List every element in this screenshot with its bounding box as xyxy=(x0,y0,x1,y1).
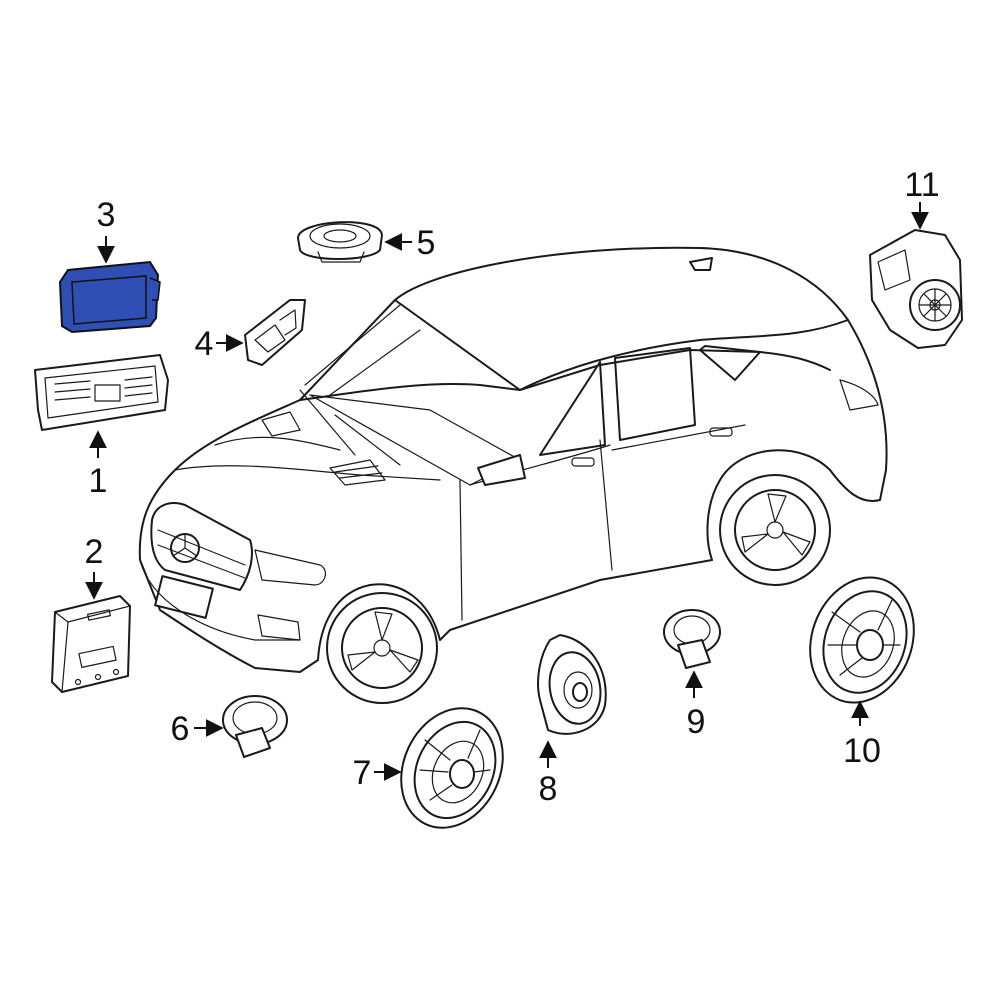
control-panel-icon xyxy=(34,354,169,431)
part-3-display[interactable] xyxy=(58,260,161,334)
radio-module-icon xyxy=(51,595,131,693)
callout-10: 10 xyxy=(843,732,881,770)
callout-6: 6 xyxy=(171,710,190,748)
part-2-radio-module[interactable] xyxy=(51,595,131,693)
vehicle-illustration xyxy=(138,246,888,704)
midrange-speaker-icon xyxy=(537,634,607,735)
callout-arrows xyxy=(85,202,929,781)
callout-5: 5 xyxy=(417,224,436,262)
bracket-module-icon xyxy=(244,299,306,366)
callout-7: 7 xyxy=(353,754,372,792)
part-6-small-speaker[interactable] xyxy=(222,695,288,758)
display-screen-icon xyxy=(58,260,160,334)
part-8-midrange-speaker[interactable] xyxy=(537,634,607,735)
part-11-subwoofer[interactable] xyxy=(869,229,963,349)
part-4-bracket[interactable] xyxy=(244,299,306,366)
callout-9: 9 xyxy=(687,703,706,741)
callout-8: 8 xyxy=(539,770,558,808)
part-1-control-panel[interactable] xyxy=(34,354,169,431)
callout-11: 11 xyxy=(904,166,939,204)
part-7-door-speaker[interactable] xyxy=(382,692,521,845)
part-5-tweeter[interactable] xyxy=(297,221,383,263)
tweeter-speaker-icon xyxy=(297,221,383,260)
callout-3: 3 xyxy=(97,196,116,234)
callout-1: 1 xyxy=(89,462,108,500)
part-9-small-speaker[interactable] xyxy=(663,609,721,669)
callout-labels: 3 1 2 4 5 6 7 8 9 10 11 xyxy=(85,166,940,808)
part-10-door-speaker[interactable] xyxy=(793,563,931,717)
callout-2: 2 xyxy=(85,533,104,571)
callout-4: 4 xyxy=(195,325,214,363)
